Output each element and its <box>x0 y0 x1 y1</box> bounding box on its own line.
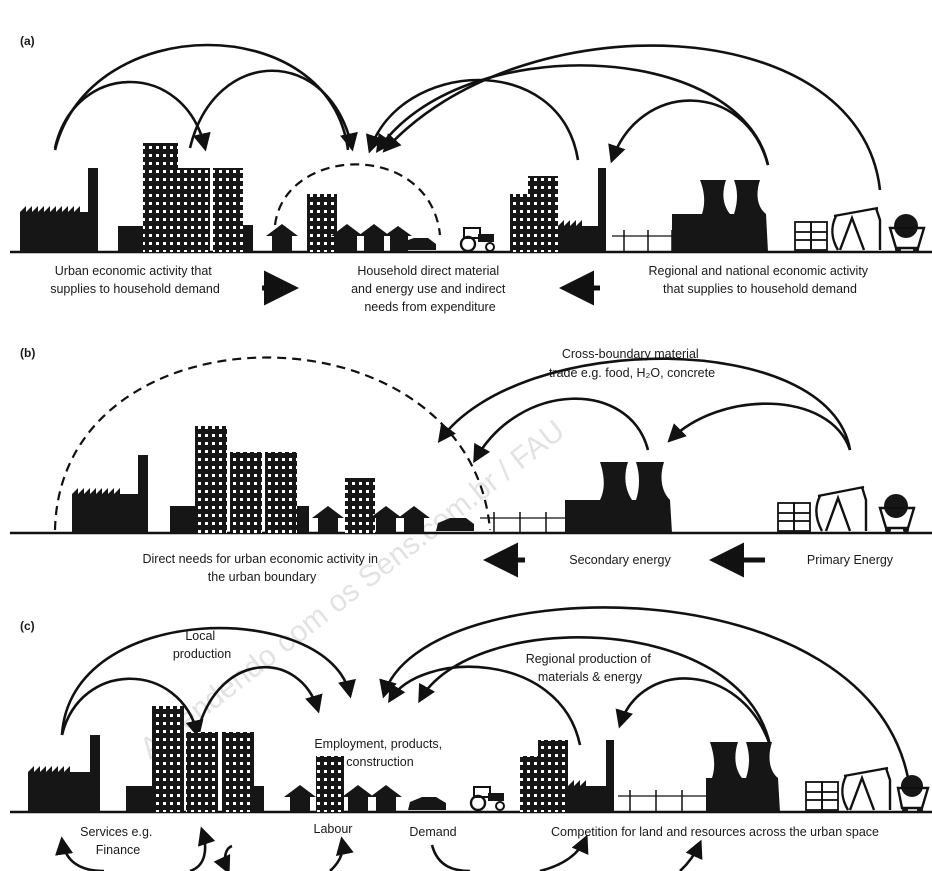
panel-a: (a) <box>10 34 932 314</box>
panel-c-employment-label: Employment, products, construction <box>314 737 445 769</box>
panel-c-services-label: Services e.g. Finance <box>80 825 156 857</box>
oil-pump-icon <box>831 206 882 251</box>
panel-c-regional-label: Regional production of materials & energ… <box>526 652 655 684</box>
panel-c-arcs-upper <box>60 606 912 791</box>
panel-b: (b) Cross-boundary material trade e.g. f… <box>10 346 932 584</box>
urban-boundary-dashed <box>53 356 492 531</box>
panel-a-center-label: Household direct material and energy use… <box>351 264 509 314</box>
panel-c: (c) Local production Regional production… <box>10 606 932 871</box>
coal-cart-icon <box>896 775 930 813</box>
panel-a-label: (a) <box>20 34 35 48</box>
panel-c-labour-label: Labour <box>314 822 353 836</box>
oil-pump-icon <box>841 766 892 811</box>
panel-a-skyline <box>10 143 932 254</box>
panel-a-left-label: Urban economic activity that supplies to… <box>50 264 220 296</box>
coal-cart-icon <box>878 494 916 533</box>
oil-barrels-icon <box>777 502 811 532</box>
panel-c-label: (c) <box>20 619 35 633</box>
panel-b-trade-label: Cross-boundary material trade e.g. food,… <box>549 347 715 380</box>
panel-b-arcs <box>437 357 852 464</box>
building-icon <box>143 143 178 252</box>
car-icon <box>400 238 436 250</box>
factory-icon <box>72 455 148 533</box>
panel-a-right-label: Regional and national economic activity … <box>648 264 871 296</box>
panel-b-secondary-label: Secondary energy <box>569 553 671 567</box>
panel-c-local-label: Local production <box>173 629 231 661</box>
panel-c-competition-label: Competition for land and resources acros… <box>551 825 879 839</box>
coal-cart-icon <box>888 214 926 253</box>
panel-c-demand-label: Demand <box>409 825 456 839</box>
factory-icon <box>20 168 98 252</box>
house-icon <box>284 785 316 812</box>
panel-b-label: (b) <box>20 346 35 360</box>
oil-pump-icon <box>815 485 868 532</box>
panel-a-arcs <box>53 43 882 191</box>
cooling-tower-icon <box>672 180 768 252</box>
panel-b-primary-label: Primary Energy <box>807 553 894 567</box>
building-icon <box>152 706 184 812</box>
oil-barrels-icon <box>794 221 828 251</box>
oil-barrels-icon <box>805 781 839 811</box>
cooling-tower-icon <box>565 462 672 533</box>
tractor-icon <box>469 786 505 812</box>
panel-b-left-label: Direct needs for urban economic activity… <box>142 552 381 584</box>
car-icon <box>408 797 446 810</box>
house-icon <box>312 506 344 533</box>
cooling-tower-icon <box>706 742 780 812</box>
household-boundary-dashed <box>273 163 442 236</box>
factory-icon <box>28 735 100 812</box>
car-icon <box>436 518 474 531</box>
tractor-icon <box>459 227 495 253</box>
building-icon <box>195 426 227 533</box>
house-icon <box>266 224 298 252</box>
panel-c-skyline <box>10 706 932 814</box>
panel-b-skyline <box>10 426 932 535</box>
